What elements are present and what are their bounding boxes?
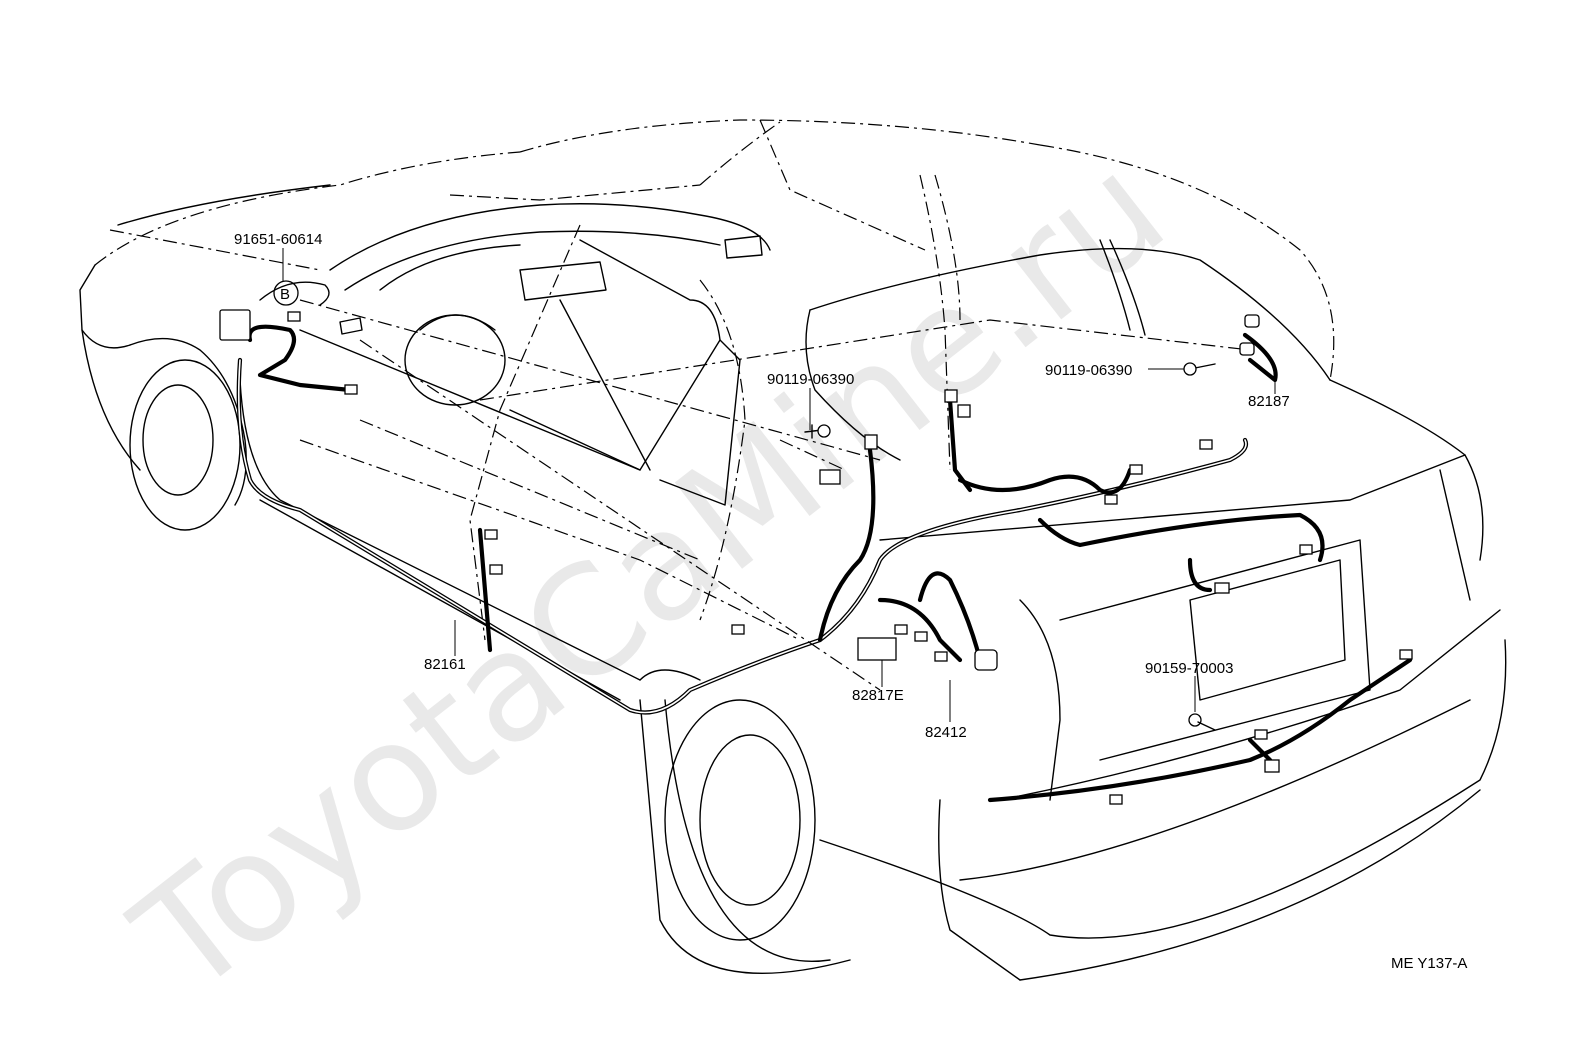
part-label-90159-70003: 90159-70003: [1145, 660, 1233, 677]
part-label-90119-06390-a: 90119-06390: [767, 371, 854, 388]
watermark: ToyotaCaMine.ru: [104, 122, 1196, 1029]
part-label-82412: 82412: [925, 724, 967, 741]
connectors: [219, 280, 1413, 805]
leader-lines: [282, 248, 1276, 722]
callout-letter: B: [280, 286, 290, 303]
part-label-91651-60614: 91651-60614: [234, 231, 322, 248]
part-label-82161: 82161: [424, 656, 466, 673]
part-label-82187: 82187: [1248, 393, 1290, 410]
car-body: [79, 119, 1507, 981]
diagram-code: ME Y137-A: [1391, 955, 1467, 972]
part-label-90119-06390-b: 90119-06390: [1045, 362, 1132, 379]
part-label-82817E: 82817E: [852, 687, 904, 704]
part-labels: 91651-60614 90119-06390 90119-06390 8218…: [234, 231, 1290, 741]
wiring-harness: [236, 324, 1413, 803]
